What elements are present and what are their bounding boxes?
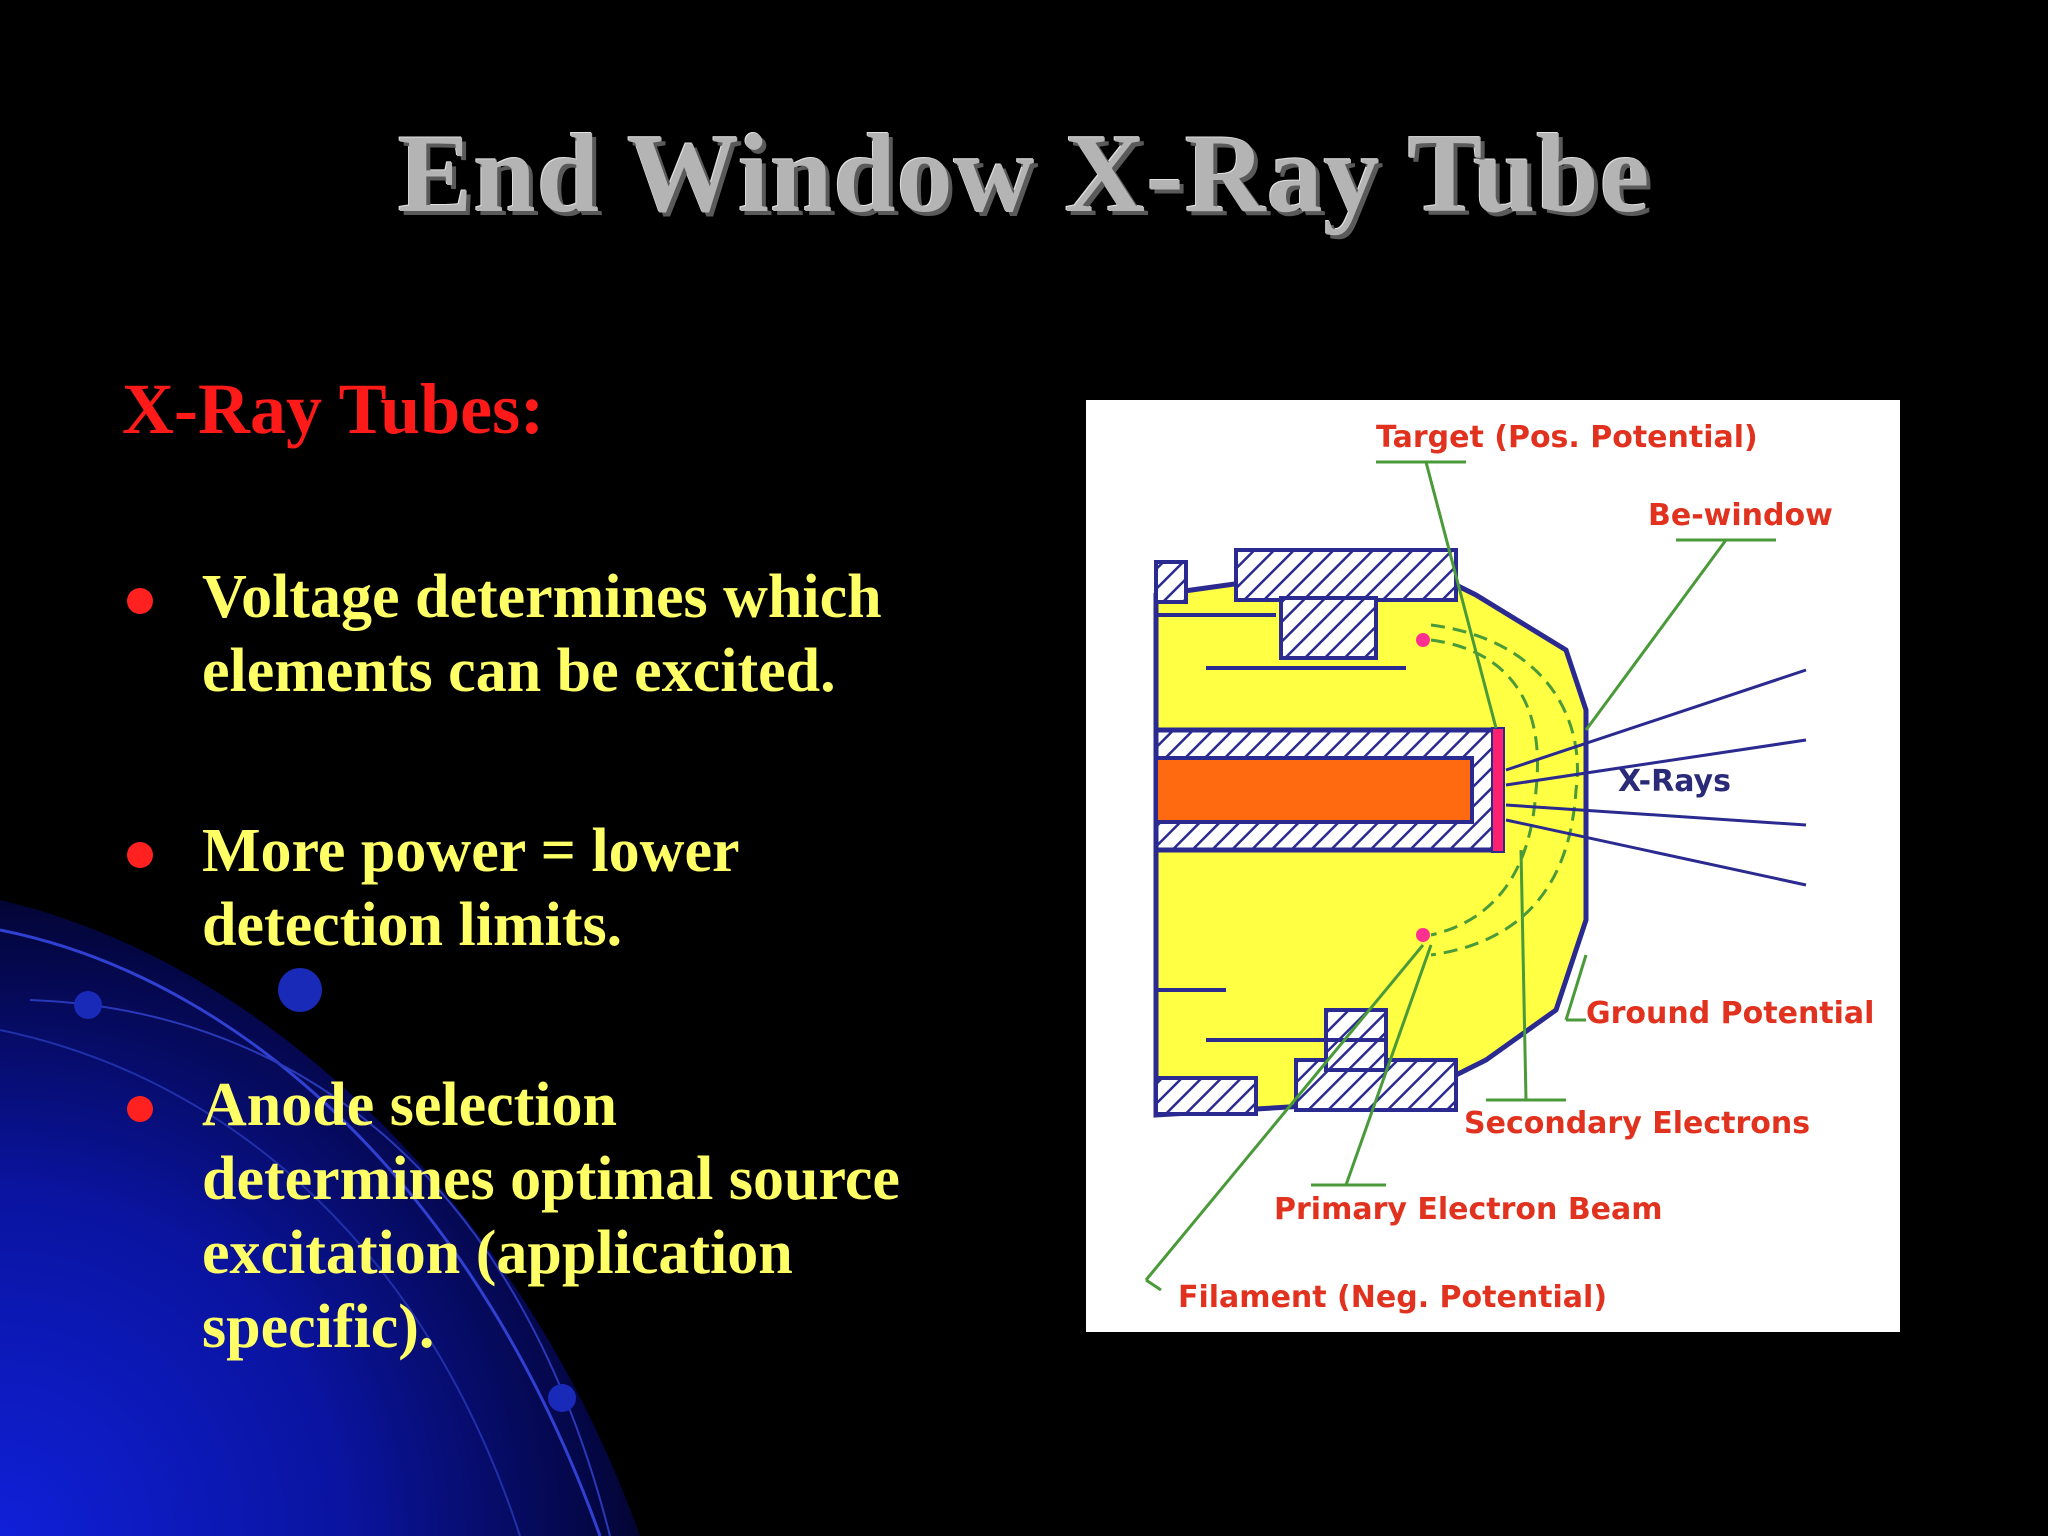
label-ground-potential: Ground Potential (1586, 996, 1875, 1031)
leader-line (1344, 944, 1433, 1186)
bullet-dot-icon (127, 588, 153, 614)
section-heading: X-Ray Tubes: (122, 369, 545, 449)
bullet-text: Voltage determines which elements can be… (202, 560, 1102, 708)
swoosh-orb (278, 968, 322, 1012)
label-target: Target (Pos. Potential) (1376, 420, 1758, 455)
secondary-electron-path (1430, 623, 1579, 957)
leader-line (1519, 849, 1528, 1101)
slide-title: End Window X-Ray Tube (397, 112, 1651, 236)
leader-line (1424, 461, 1498, 729)
swoosh-line (0, 1029, 521, 1536)
leader-line (1584, 539, 1728, 731)
swoosh-orb (548, 1384, 576, 1412)
bullet-line: Voltage determines which (202, 563, 882, 631)
bullet-line: specific). (202, 1293, 435, 1361)
secondary-electron-path (1430, 638, 1539, 937)
housing-wall (1154, 560, 1188, 604)
bullet-line: excitation (application (202, 1219, 793, 1287)
target-strip (1491, 727, 1505, 853)
housing-wall (1154, 1076, 1258, 1116)
anode-core (1154, 756, 1474, 824)
label-filament: Filament (Neg. Potential) (1178, 1280, 1608, 1315)
bullet-line: elements can be excited. (202, 637, 836, 705)
label-be-window: Be-window (1648, 498, 1833, 533)
label-primary-electron-beam: Primary Electron Beam (1274, 1192, 1663, 1227)
xray-tube-diagram: Target (Pos. Potential) Be-window X-Rays… (1086, 400, 1900, 1332)
x-ray-line (1505, 668, 1807, 772)
bullet-line: detection limits. (202, 891, 623, 959)
x-ray-line (1505, 738, 1807, 787)
bullet-text: Anode selection determines optimal sourc… (202, 1068, 1102, 1364)
filament-dot (1416, 928, 1430, 942)
leader-line (1564, 954, 1588, 1021)
bullet-line: determines optimal source (202, 1145, 900, 1213)
housing-wall (1279, 596, 1378, 660)
bullet-line: More power = lower (202, 817, 740, 885)
diagram-drawing (1144, 460, 1807, 1292)
x-ray-line (1505, 818, 1807, 887)
leader-line (1144, 944, 1425, 1281)
bullet-dot-icon (127, 842, 153, 868)
label-secondary-electrons: Secondary Electrons (1464, 1106, 1811, 1141)
housing-wall (1234, 548, 1458, 602)
x-ray-line (1505, 803, 1807, 827)
swoosh-orb (74, 991, 102, 1019)
label-x-rays: X-Rays (1618, 764, 1731, 799)
swoosh-fill (0, 900, 640, 1536)
bullet-dot-icon (127, 1096, 153, 1122)
swoosh-line (0, 928, 602, 1536)
filament-dot (1416, 633, 1430, 647)
bullet-line: Anode selection (202, 1071, 618, 1139)
bullet-text: More power = lower detection limits. (202, 814, 1102, 962)
